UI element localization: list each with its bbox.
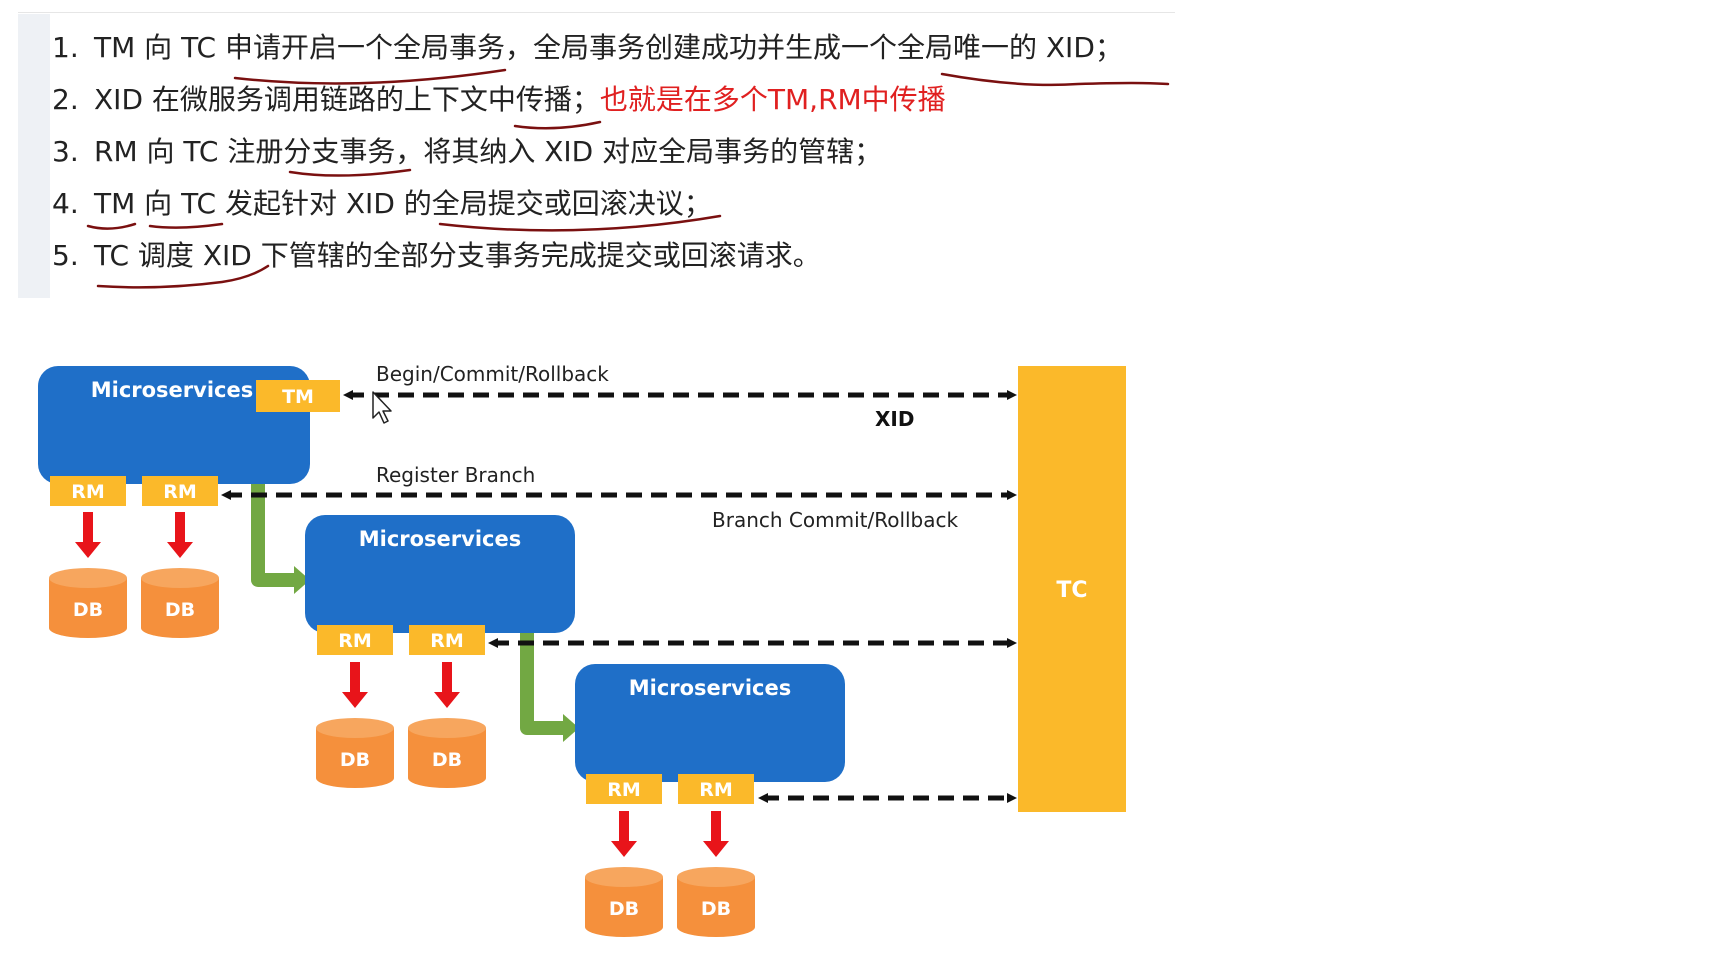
db-label: DB [609,898,639,920]
rm-tag [317,625,393,655]
handwritten-underlines [86,68,1170,289]
red-down-arrow [703,811,729,857]
step-number: 3. [52,135,79,168]
underline-stroke [148,222,224,229]
db-top [49,568,127,588]
step-number: 1. [52,31,79,64]
top-divider [18,12,1175,13]
db-body [408,728,486,788]
tc-label: TC [1056,578,1087,603]
microservice-label: Microservices [629,676,792,700]
db-cylinder-3: DB [316,718,394,788]
rm-label: RM [338,630,372,652]
green-arrow-head [294,566,310,594]
underline-stroke [513,120,602,130]
microservice-label: Microservices [359,527,522,551]
step-4: 4. TM 向 TC 发起针对 XID 的全局提交或回滚决议； [52,178,1202,230]
tm-label: TM [282,386,314,408]
microservice-label: Microservices [91,378,254,402]
underline-stroke [288,168,412,177]
red-down-arrow [434,662,460,708]
tc-block: TC [1018,366,1126,812]
dashed-arrows [221,390,1017,803]
microservice-box [38,366,310,484]
underline-stroke [940,72,1170,87]
rm-label: RM [163,481,197,503]
db-label: DB [432,749,462,771]
microservice-2: Microservices RM RM [305,515,575,655]
begin-commit-rollback-label: Begin/Commit/Rollback [376,362,609,386]
step-text: TM 向 TC 申请开启一个全局事务，全局事务创建成功并生成一个全局唯一的 XI… [94,31,1123,64]
rm-tag [142,476,218,506]
db-body [316,728,394,788]
db-cylinder-5: DB [585,867,663,937]
microservice-3: Microservices RM RM [575,664,845,804]
step-text: RM 向 TC 注册分支事务，将其纳入 XID 对应全局事务的管辖； [94,135,883,168]
step-1: 1. TM 向 TC 申请开启一个全局事务，全局事务创建成功并生成一个全局唯一的 … [52,22,1202,74]
rm-label: RM [71,481,105,503]
tc-box [1018,366,1126,812]
red-down-arrow [611,811,637,857]
db-cylinder-4: DB [408,718,486,788]
db-cylinder-1: DB [49,568,127,638]
rm-label: RM [699,779,733,801]
green-arrow-head [563,714,579,742]
step-text: XID 在微服务调用链路的上下文中传播； [94,83,600,116]
rm-label: RM [430,630,464,652]
db-top [585,867,663,887]
step-list: 1. TM 向 TC 申请开启一个全局事务，全局事务创建成功并生成一个全局唯一的 … [52,22,1202,282]
flow-arrow-2-to-3 [520,621,565,735]
step-text: TM 向 TC 发起针对 XID 的全局提交或回滚决议； [94,187,712,220]
db-top [316,718,394,738]
underline-stroke [438,214,722,232]
red-down-arrow [75,512,101,558]
step-number: 5. [52,239,79,272]
red-down-arrow [342,662,368,708]
step-2: 2. XID 在微服务调用链路的上下文中传播；也就是在多个TM,RM中传播 [52,74,1202,126]
underline-stroke [86,222,137,230]
red-down-arrows [75,512,729,857]
db-body [49,578,127,638]
rm-tag [678,774,754,804]
microservice-1: Microservices TM RM RM [38,366,340,506]
db-top [677,867,755,887]
tm-tag [256,380,340,412]
rm-label: RM [607,779,641,801]
flow-arrows [251,473,565,735]
register-branch-label: Register Branch [376,463,535,487]
underline-stroke [233,68,507,85]
mouse-cursor-icon [372,391,392,424]
step-annotation: 也就是在多个TM,RM中传播 [599,83,946,116]
red-down-arrow [167,512,193,558]
xid-label: XID [875,407,914,431]
step-3: 3. RM 向 TC 注册分支事务，将其纳入 XID 对应全局事务的管辖； [52,126,1202,178]
db-body [141,578,219,638]
db-label: DB [340,749,370,771]
db-label: DB [701,898,731,920]
db-label: DB [165,599,195,621]
db-body [585,877,663,937]
underline-stroke [96,264,270,289]
branch-commit-rollback-label: Branch Commit/Rollback [712,508,959,532]
db-body [677,877,755,937]
db-cylinder-2: DB [141,568,219,638]
db-label: DB [73,599,103,621]
rm-tag [409,625,485,655]
quote-sidebar [18,14,50,298]
flow-arrow-1-to-2 [251,473,296,587]
db-top [408,718,486,738]
step-number: 2. [52,83,79,116]
step-text: TC 调度 XID 下管辖的全部分支事务完成提交或回滚请求。 [94,239,821,272]
microservice-box [305,515,575,633]
microservice-box [575,664,845,782]
step-number: 4. [52,187,79,220]
db-cylinder-6: DB [677,867,755,937]
db-top [141,568,219,588]
rm-tag [50,476,126,506]
step-5: 5. TC 调度 XID 下管辖的全部分支事务完成提交或回滚请求。 [52,230,1202,282]
rm-tag [586,774,662,804]
